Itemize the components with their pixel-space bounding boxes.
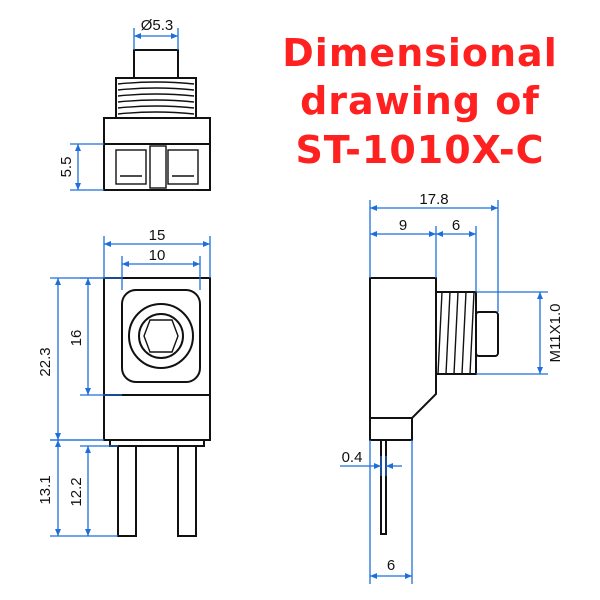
- dim-overall-length: 17.8: [369, 191, 499, 312]
- side-pin: [380, 439, 387, 535]
- title: Dimensional drawing of ST-1010X-C: [282, 31, 557, 172]
- actuator-window: [121, 289, 201, 383]
- dim-thread-length-label: 6: [452, 217, 460, 234]
- dim-thread-length: 6: [436, 217, 477, 292]
- base-block: [103, 117, 211, 191]
- shaft: [133, 49, 179, 79]
- dim-body-length: 9: [370, 217, 437, 278]
- top-view: Ø5.3 5.5: [58, 17, 211, 191]
- front-view: 15 10 22.3 16: [37, 227, 211, 537]
- title-line-1: Dimensional: [282, 31, 557, 75]
- dim-base-height-label: 5.5: [58, 157, 75, 178]
- dim-body-length-label: 9: [399, 217, 407, 234]
- actuator-ring: [128, 303, 194, 369]
- pin-left: [117, 445, 137, 537]
- dim-pin-spacing-label: 6: [387, 557, 395, 574]
- actuator-hex-icon: [143, 319, 179, 353]
- dim-outer-width-label: 15: [149, 227, 166, 244]
- dim-overall-length-label: 17.8: [419, 191, 448, 208]
- dim-body-height-label: 22.3: [37, 347, 54, 376]
- front-body: [103, 277, 211, 441]
- side-view: 17.8 9 6 M11X1.0: [340, 191, 564, 584]
- dim-thread-spec: M11X1.0: [476, 291, 564, 375]
- dim-inner-width-label: 10: [149, 247, 166, 264]
- side-plunger: [475, 311, 499, 357]
- dim-pin-total-label: 13.1: [37, 475, 54, 504]
- dim-pin-spacing: 6: [369, 440, 413, 584]
- dim-pin-thickness: 0.4: [340, 449, 402, 476]
- side-thread: [435, 291, 477, 375]
- thread-bushing: [115, 77, 197, 119]
- dim-shaft-diameter: Ø5.3: [133, 17, 179, 50]
- dim-pin-thickness-label: 0.4: [342, 449, 363, 466]
- dim-base-height: 5.5: [58, 143, 104, 191]
- dim-pin-length: 12.2: [68, 445, 118, 536]
- pin-right: [177, 445, 197, 537]
- side-body: [369, 277, 437, 441]
- dim-inner-width: 10: [121, 247, 201, 290]
- dim-pin-total: 13.1: [37, 439, 118, 537]
- title-line-2: drawing of: [300, 79, 540, 123]
- title-line-3: ST-1010X-C: [295, 128, 544, 172]
- dim-window-height-label: 16: [68, 330, 85, 347]
- dim-thread-spec-label: M11X1.0: [547, 304, 564, 363]
- dim-outer-width: 15: [103, 227, 211, 278]
- dim-body-height: 22.3: [37, 277, 104, 441]
- dim-shaft-diameter-label: Ø5.3: [141, 17, 174, 34]
- dim-window-height: 16: [68, 277, 122, 396]
- dim-pin-length-label: 12.2: [68, 477, 85, 506]
